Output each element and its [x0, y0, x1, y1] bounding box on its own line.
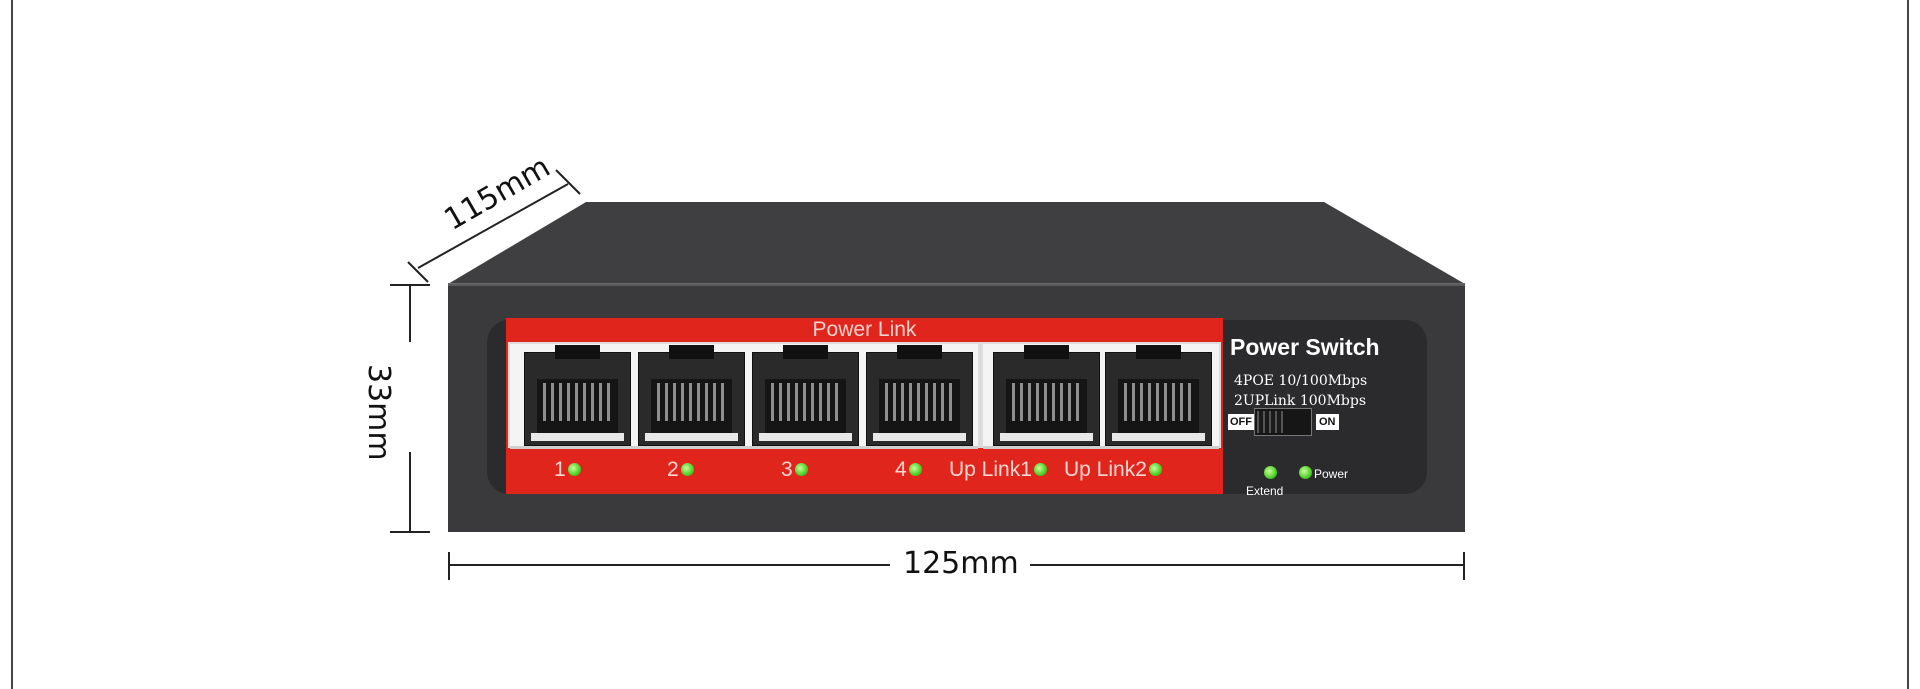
power-led-icon: [1299, 466, 1312, 479]
uplink-port-group: [983, 344, 1219, 449]
height-label: 33mm: [361, 364, 396, 461]
panel-title: Power Switch: [1230, 334, 1380, 360]
led-green-icon: [794, 462, 808, 476]
port-2-indicator: 2: [667, 459, 694, 481]
led-green-icon: [908, 462, 922, 476]
switch-front-panel: Power Link 1 2 3 4 Up Link1 Up Link2 Pow…: [448, 284, 1465, 532]
switch-on-label: ON: [1316, 414, 1339, 430]
spec-line-uplink: 2UPLink 100Mbps: [1234, 393, 1367, 409]
led-green-icon: [680, 462, 694, 476]
uplink-1-jack[interactable]: [993, 345, 1100, 446]
frame-border-left: [11, 0, 13, 689]
poe-port-group: [510, 344, 978, 449]
power-label: Power: [1314, 467, 1349, 481]
led-green-icon: [1033, 462, 1047, 476]
port-4-jack[interactable]: [866, 345, 973, 446]
extend-led-icon: [1264, 466, 1277, 479]
led-green-icon: [1148, 462, 1162, 476]
depth-tick-end: [555, 169, 581, 195]
switch-knob[interactable]: [1257, 411, 1283, 433]
depth-dimension-line: [417, 183, 569, 269]
switch-off-label: OFF: [1228, 414, 1254, 430]
port-1-jack[interactable]: [524, 345, 631, 446]
port-3-indicator: 3: [781, 459, 808, 481]
port-3-jack[interactable]: [752, 345, 859, 446]
uplink-2-jack[interactable]: [1105, 345, 1212, 446]
width-label: 125mm: [903, 546, 1019, 581]
port-bay: [508, 342, 1221, 449]
uplink-1-indicator: Up Link1: [949, 459, 1047, 481]
spec-line-poe: 4POE 10/100Mbps: [1234, 373, 1368, 389]
led-green-icon: [567, 462, 581, 476]
port-1-indicator: 1: [554, 459, 581, 481]
power-link-label: Power Link: [812, 318, 917, 341]
port-4-indicator: 4: [895, 459, 922, 481]
port-band: Power Link 1 2 3 4 Up Link1 Up Link2: [506, 318, 1223, 494]
extend-mode-switch[interactable]: [1254, 408, 1312, 436]
depth-tick-start: [407, 261, 429, 283]
info-panel: Power Switch 4POE 10/100Mbps 2UPLink 100…: [1228, 318, 1398, 498]
extend-label: Extend: [1246, 484, 1284, 498]
frame-border-right: [1907, 0, 1909, 689]
uplink-2-indicator: Up Link2: [1064, 459, 1162, 481]
device-top-face: [448, 202, 1465, 284]
port-2-jack[interactable]: [638, 345, 745, 446]
